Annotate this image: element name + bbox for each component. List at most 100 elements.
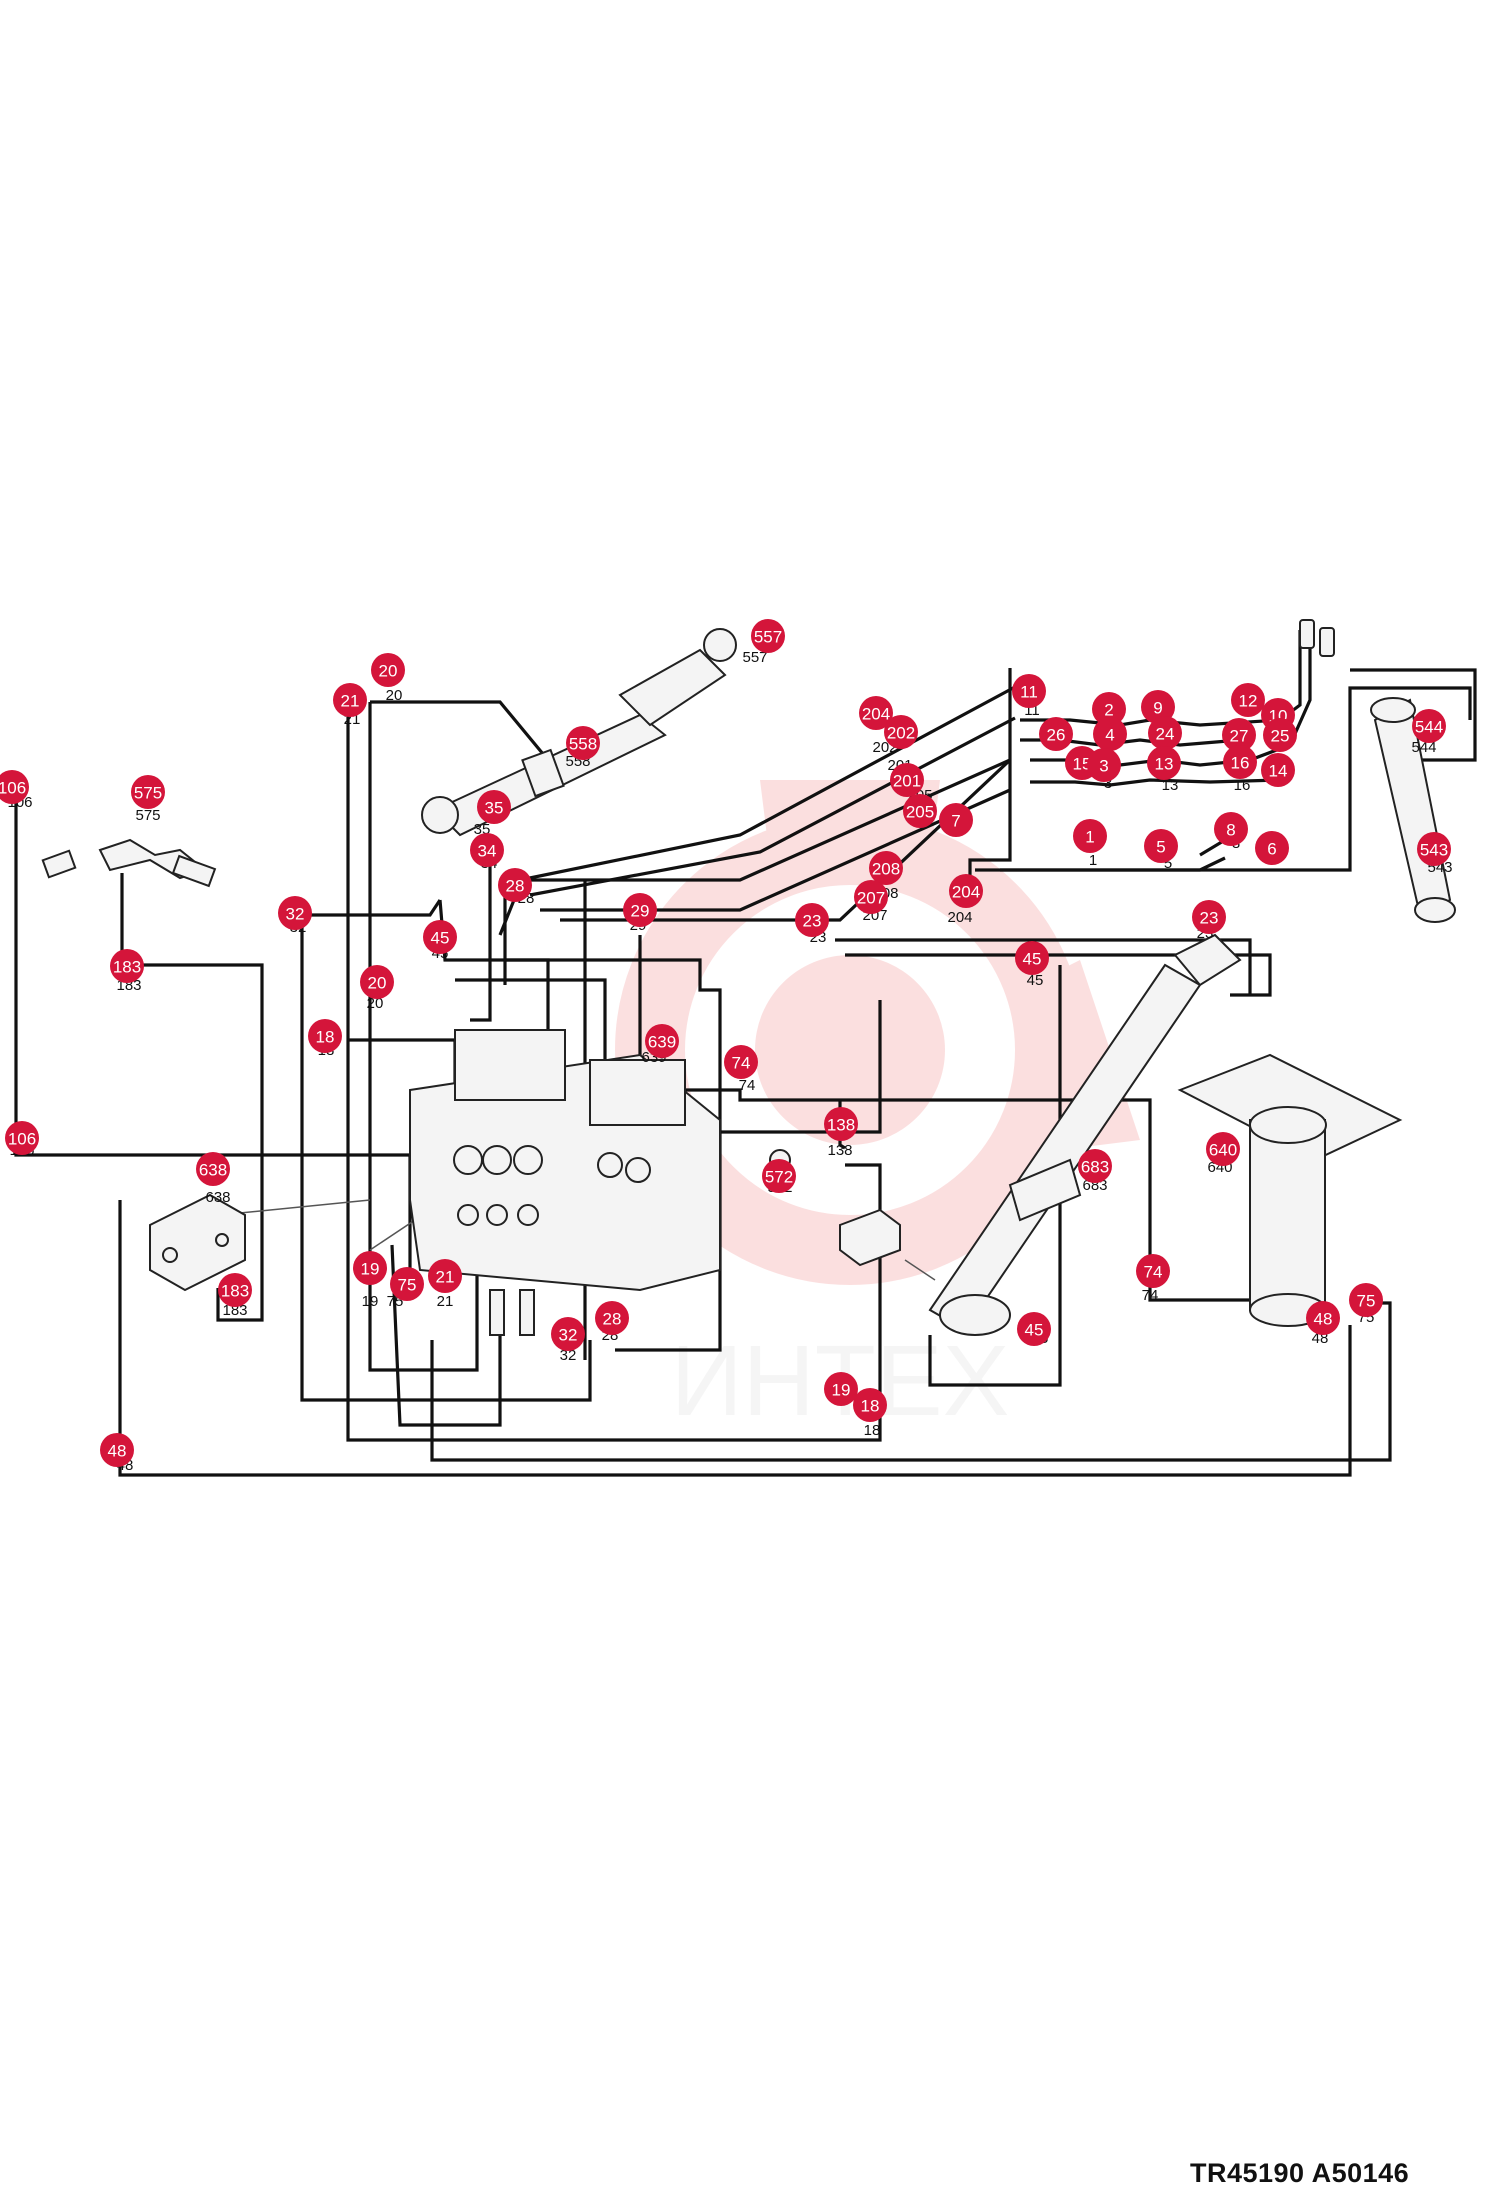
callout-183[interactable]: 183 <box>110 949 144 983</box>
callout-marker <box>824 1372 858 1406</box>
callout-35[interactable]: 35 <box>477 790 511 824</box>
callout-18[interactable]: 18 <box>308 1019 342 1053</box>
callout-number: 35 <box>485 799 504 818</box>
callout-32[interactable]: 32 <box>278 896 312 930</box>
callout-number: 14 <box>1269 762 1288 781</box>
callout-11[interactable]: 11 <box>1012 674 1046 708</box>
callout-marker <box>1092 692 1126 726</box>
callout-24[interactable]: 24 <box>1148 716 1182 750</box>
callout-572[interactable]: 572 <box>762 1159 796 1193</box>
callout-106[interactable]: 106 <box>5 1121 39 1155</box>
callout-1[interactable]: 1 <box>1073 819 1107 853</box>
callout-7[interactable]: 7 <box>939 803 973 837</box>
callout-8[interactable]: 8 <box>1214 812 1248 846</box>
part-label-16: 16 <box>1234 777 1251 794</box>
part-label-3: 3 <box>1104 775 1112 792</box>
callout-32[interactable]: 32 <box>551 1317 585 1351</box>
callout-25[interactable]: 25 <box>1263 718 1297 752</box>
callout-683[interactable]: 683 <box>1078 1149 1112 1183</box>
callout-number: 572 <box>765 1168 793 1187</box>
callout-201[interactable]: 201 <box>890 763 924 797</box>
callout-74[interactable]: 74 <box>724 1045 758 1079</box>
callout-75[interactable]: 75 <box>1349 1283 1383 1317</box>
callout-marker <box>1141 690 1175 724</box>
callout-26[interactable]: 26 <box>1039 717 1073 751</box>
callout-202[interactable]: 202 <box>884 715 918 749</box>
callout-45[interactable]: 45 <box>1015 941 1049 975</box>
callout-575[interactable]: 575 <box>131 775 165 809</box>
callout-639[interactable]: 639 <box>645 1024 679 1058</box>
callout-marker <box>595 1301 629 1335</box>
callout-557[interactable]: 557 <box>751 619 785 653</box>
steering-unit <box>1177 1053 1403 1327</box>
callout-number: 23 <box>803 912 822 931</box>
callout-16[interactable]: 16 <box>1223 745 1257 779</box>
callout-marker <box>566 726 600 760</box>
callout-3[interactable]: 3 <box>1087 748 1121 782</box>
callout-19[interactable]: 19 <box>824 1372 858 1406</box>
callout-number: 5 <box>1156 838 1165 857</box>
callout-29[interactable]: 29 <box>623 893 657 927</box>
callout-48[interactable]: 48 <box>1306 1301 1340 1335</box>
callout-21[interactable]: 21 <box>333 683 367 717</box>
callout-543[interactable]: 543 <box>1417 832 1451 866</box>
callout-13[interactable]: 13 <box>1147 746 1181 780</box>
callout-19[interactable]: 19 <box>353 1251 387 1285</box>
callout-27[interactable]: 27 <box>1222 718 1256 752</box>
callout-marker <box>1015 941 1049 975</box>
callout-marker <box>824 1107 858 1141</box>
callout-marker <box>795 903 829 937</box>
callout-45[interactable]: 45 <box>1017 1312 1051 1346</box>
callout-28[interactable]: 28 <box>595 1301 629 1335</box>
callout-640[interactable]: 640 <box>1206 1132 1240 1166</box>
callout-2[interactable]: 2 <box>1092 692 1126 726</box>
callout-20[interactable]: 20 <box>360 965 394 999</box>
callout-number: 75 <box>398 1276 417 1295</box>
callout-48[interactable]: 48 <box>100 1433 134 1467</box>
callout-544[interactable]: 544 <box>1412 709 1446 743</box>
callout-21[interactable]: 21 <box>428 1259 462 1293</box>
callout-75[interactable]: 75 <box>390 1267 424 1301</box>
callout-23[interactable]: 23 <box>1192 900 1226 934</box>
callout-204[interactable]: 204 <box>859 696 893 730</box>
callout-23[interactable]: 23 <box>795 903 829 937</box>
callout-207[interactable]: 207 <box>854 880 888 914</box>
junction-block <box>149 1193 246 1292</box>
callout-number: 7 <box>951 812 960 831</box>
callout-34[interactable]: 34 <box>470 833 504 867</box>
callout-number: 34 <box>478 842 497 861</box>
callout-20[interactable]: 20 <box>371 653 405 687</box>
callout-28[interactable]: 28 <box>498 868 532 902</box>
callout-638[interactable]: 638 <box>196 1152 230 1186</box>
callout-marker <box>477 790 511 824</box>
callout-4[interactable]: 4 <box>1093 717 1127 751</box>
callout-18[interactable]: 18 <box>853 1388 887 1422</box>
callout-6[interactable]: 6 <box>1255 831 1289 865</box>
callout-204[interactable]: 204 <box>949 874 983 908</box>
callout-marker <box>551 1317 585 1351</box>
callout-183[interactable]: 183 <box>218 1273 252 1307</box>
callout-12[interactable]: 12 <box>1231 683 1265 717</box>
callout-marker <box>371 653 405 687</box>
callout-74[interactable]: 74 <box>1136 1254 1170 1288</box>
callout-558[interactable]: 558 <box>566 726 600 760</box>
callout-marker <box>1223 745 1257 779</box>
callout-9[interactable]: 9 <box>1141 690 1175 724</box>
callout-marker <box>1012 674 1046 708</box>
callout-138[interactable]: 138 <box>824 1107 858 1141</box>
callout-marker <box>859 696 893 730</box>
callout-5[interactable]: 5 <box>1144 829 1178 863</box>
callout-45[interactable]: 45 <box>423 920 457 954</box>
callout-106[interactable]: 106 <box>0 770 29 804</box>
callout-marker <box>1073 819 1107 853</box>
callout-marker <box>5 1121 39 1155</box>
callout-marker <box>1222 718 1256 752</box>
callout-number: 2 <box>1104 701 1113 720</box>
callout-number: 205 <box>906 803 934 822</box>
callout-14[interactable]: 14 <box>1261 753 1295 787</box>
callout-208[interactable]: 208 <box>869 851 903 885</box>
callout-205[interactable]: 205 <box>903 794 937 828</box>
part-label-21: 21 <box>437 1293 454 1310</box>
